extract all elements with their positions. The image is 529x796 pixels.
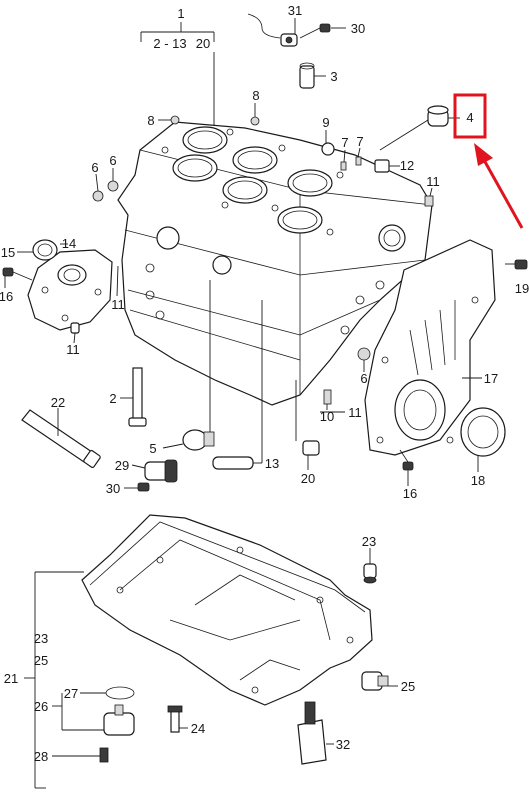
pin-11-left (70, 322, 80, 334)
callout-21: 21 (4, 671, 18, 686)
plug-8-a (170, 115, 180, 125)
callout-12: 12 (400, 158, 414, 173)
callout-18: 18 (471, 473, 485, 488)
sleeve-13 (212, 456, 254, 470)
callout-14: 14 (62, 236, 76, 251)
bolt-16-left (2, 267, 33, 281)
callout-5: 5 (149, 441, 156, 456)
bolt-28 (99, 747, 109, 763)
plug-6-right (357, 347, 371, 361)
highlight-box (453, 93, 487, 139)
callout-32: 32 (336, 737, 350, 752)
callout-3: 3 (330, 69, 337, 84)
callout-23-right: 23 (362, 534, 376, 549)
callout-16-bottom: 16 (403, 486, 417, 501)
callout-1: 1 (177, 6, 184, 21)
seal-ring-18 (460, 407, 506, 457)
callout-11-left: 11 (66, 342, 80, 357)
sensor-5 (182, 429, 215, 451)
stud-2 (128, 367, 147, 427)
pins-7 (340, 156, 362, 171)
sensor-26 (103, 704, 135, 736)
rear-cover-plate (27, 249, 113, 331)
seal-ring-15 (32, 239, 58, 261)
callout-20-bottom: 20 (301, 471, 315, 486)
sleeve-3 (299, 62, 315, 89)
bolt-16-bottom (399, 449, 414, 471)
callout-15: 15 (1, 245, 15, 260)
leader-lines (4, 18, 515, 789)
sealant-tube-22 (21, 409, 101, 468)
sensor-29 (144, 459, 178, 483)
callout-20-top: 20 (196, 36, 210, 51)
plug-4 (427, 105, 449, 127)
callout-30-top: 30 (351, 21, 365, 36)
callout-29: 29 (115, 458, 129, 473)
callout-6-right: 6 (360, 371, 367, 386)
callout-19: 19 (515, 281, 529, 296)
oring-27 (105, 686, 135, 700)
callout-30-bottom: 30 (106, 481, 120, 496)
callout-27: 27 (64, 686, 78, 701)
highlight-arrow-shaft (482, 159, 524, 229)
highlight-callout-4 (453, 93, 524, 229)
bolt-19 (514, 259, 528, 270)
callout-labels: 1 2 - 13 20 31 30 3 4 8 8 9 7 7 6 6 12 1… (0, 3, 529, 764)
callout-10: 10 (320, 409, 334, 424)
callout-22: 22 (51, 395, 65, 410)
callout-6-a: 6 (91, 160, 98, 175)
engine-block (117, 121, 433, 406)
pin-10 (323, 389, 332, 405)
bolt-11-top (424, 195, 434, 207)
callout-9: 9 (322, 115, 329, 130)
sleeve-12 (374, 159, 390, 173)
bolt-30-bottom (137, 482, 150, 492)
highlight-arrow-head (474, 143, 493, 166)
callout-11-mid: 11 (111, 297, 125, 312)
callout-2: 2 (109, 391, 116, 406)
callout-16-left: 16 (0, 289, 13, 304)
oil-filter-32 (297, 701, 327, 765)
callout-24: 24 (191, 721, 205, 736)
plugs-6-left (92, 180, 119, 202)
oil-pan (81, 514, 373, 706)
callout-25-left: 25 (34, 653, 48, 668)
plug-9 (321, 142, 335, 156)
callout-4: 4 (466, 110, 473, 125)
bolt-30-top (299, 23, 331, 39)
callout-7-a: 7 (341, 135, 348, 150)
callout-8-b: 8 (252, 88, 259, 103)
sleeve-20-bottom (302, 440, 320, 456)
callout-11-lower: 11 (348, 405, 362, 420)
callout-6-b: 6 (109, 153, 116, 168)
callout-31: 31 (288, 3, 302, 18)
callout-25-right: 25 (401, 679, 415, 694)
callout-11-top: 11 (426, 174, 440, 189)
callout-2-13: 2 - 13 (153, 36, 186, 51)
drain-plug-23 (363, 563, 377, 584)
callout-13: 13 (265, 456, 279, 471)
front-cover (364, 239, 496, 456)
plug-8-b (250, 116, 260, 126)
callout-23-left: 23 (34, 631, 48, 646)
callout-26: 26 (34, 699, 48, 714)
bolt-24 (167, 705, 183, 733)
bolt-25-right (361, 671, 389, 691)
callout-28: 28 (34, 749, 48, 764)
callout-17: 17 (484, 371, 498, 386)
callout-8-a: 8 (147, 113, 154, 128)
sensor-31 (247, 13, 298, 47)
callout-7-b: 7 (356, 134, 363, 149)
